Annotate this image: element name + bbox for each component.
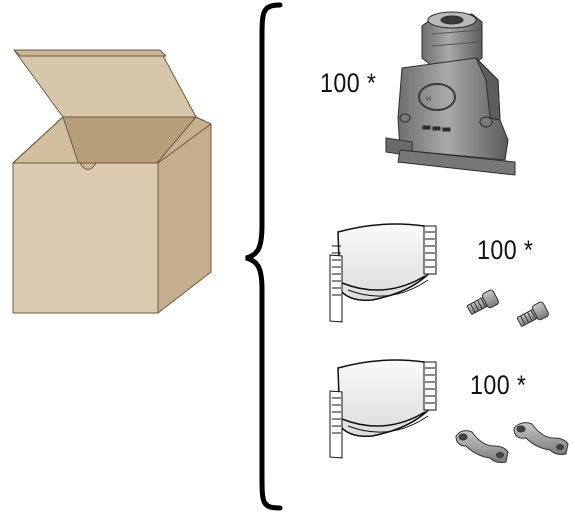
screws-quantity-label: 100 * xyxy=(477,235,534,265)
clamps-quantity-label: 100 * xyxy=(470,370,527,400)
housing-quantity-label: 100 * xyxy=(320,68,377,98)
screw-icon xyxy=(466,289,549,327)
connector-hood-icon: H xyxy=(385,11,516,176)
plastic-bag-icon-2 xyxy=(329,359,437,459)
svg-text:H: H xyxy=(426,96,432,104)
grouping-brace xyxy=(245,2,283,511)
cardboard-box-icon xyxy=(12,49,212,314)
cable-clamp-icon xyxy=(455,422,569,463)
plastic-bag-icon xyxy=(329,223,437,323)
